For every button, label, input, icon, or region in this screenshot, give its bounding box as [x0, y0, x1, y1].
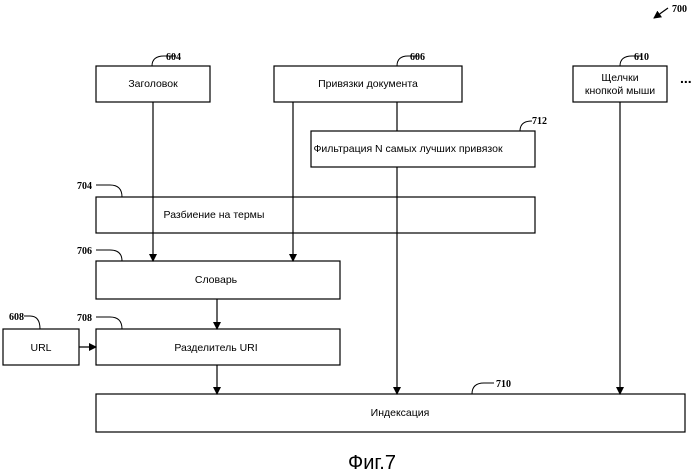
ref-606: 606 — [410, 52, 425, 63]
leader-706 — [96, 250, 122, 261]
indexing-label: Индексация — [371, 407, 430, 419]
tokenize-label: Разбиение на термы — [164, 209, 265, 221]
node-url: 608 URL — [3, 312, 79, 365]
ref-708: 708 — [77, 313, 92, 324]
leader-708 — [96, 317, 122, 329]
url-label: URL — [30, 342, 51, 354]
node-doc-anchors: 606 Привязки документа — [274, 52, 462, 102]
clicks-label-line1: Щелчки — [601, 72, 638, 84]
node-indexing: 710 Индексация — [96, 379, 685, 432]
leader-608 — [24, 316, 40, 329]
ref-604: 604 — [166, 52, 181, 63]
ellipsis: ... — [680, 70, 692, 86]
node-filter: 712 Фильтрация N самых лучших привязок — [311, 116, 547, 167]
ref-704: 704 — [77, 181, 92, 192]
node-dictionary: 706 Словарь — [77, 246, 340, 299]
title-label: Заголовок — [128, 78, 178, 90]
filter-label: Фильтрация N самых лучших привязок — [313, 143, 502, 155]
ref-706: 706 — [77, 246, 92, 257]
clicks-label-line2: кнопкой мыши — [585, 85, 655, 97]
node-clicks: 610 Щелчки кнопкой мыши — [573, 52, 667, 102]
ref-712: 712 — [532, 116, 547, 127]
dictionary-label: Словарь — [195, 274, 238, 286]
doc-anchors-label: Привязки документа — [318, 78, 418, 90]
node-title: 604 Заголовок — [96, 52, 210, 102]
ref-610: 610 — [634, 52, 649, 63]
figure-number: 700 — [672, 4, 687, 15]
leader-710 — [472, 383, 494, 394]
node-uri-splitter: 708 Разделитель URI — [77, 313, 340, 365]
box-tokenize — [96, 197, 535, 233]
leader-712 — [520, 121, 532, 131]
uri-splitter-label: Разделитель URI — [174, 342, 257, 354]
node-tokenize: 704 Разбиение на термы — [77, 181, 535, 233]
figure-number-arrow — [654, 8, 668, 18]
figure-caption: Фиг.7 — [348, 452, 396, 474]
ref-710: 710 — [496, 379, 511, 390]
ref-608: 608 — [9, 312, 24, 323]
leader-704 — [96, 185, 122, 197]
